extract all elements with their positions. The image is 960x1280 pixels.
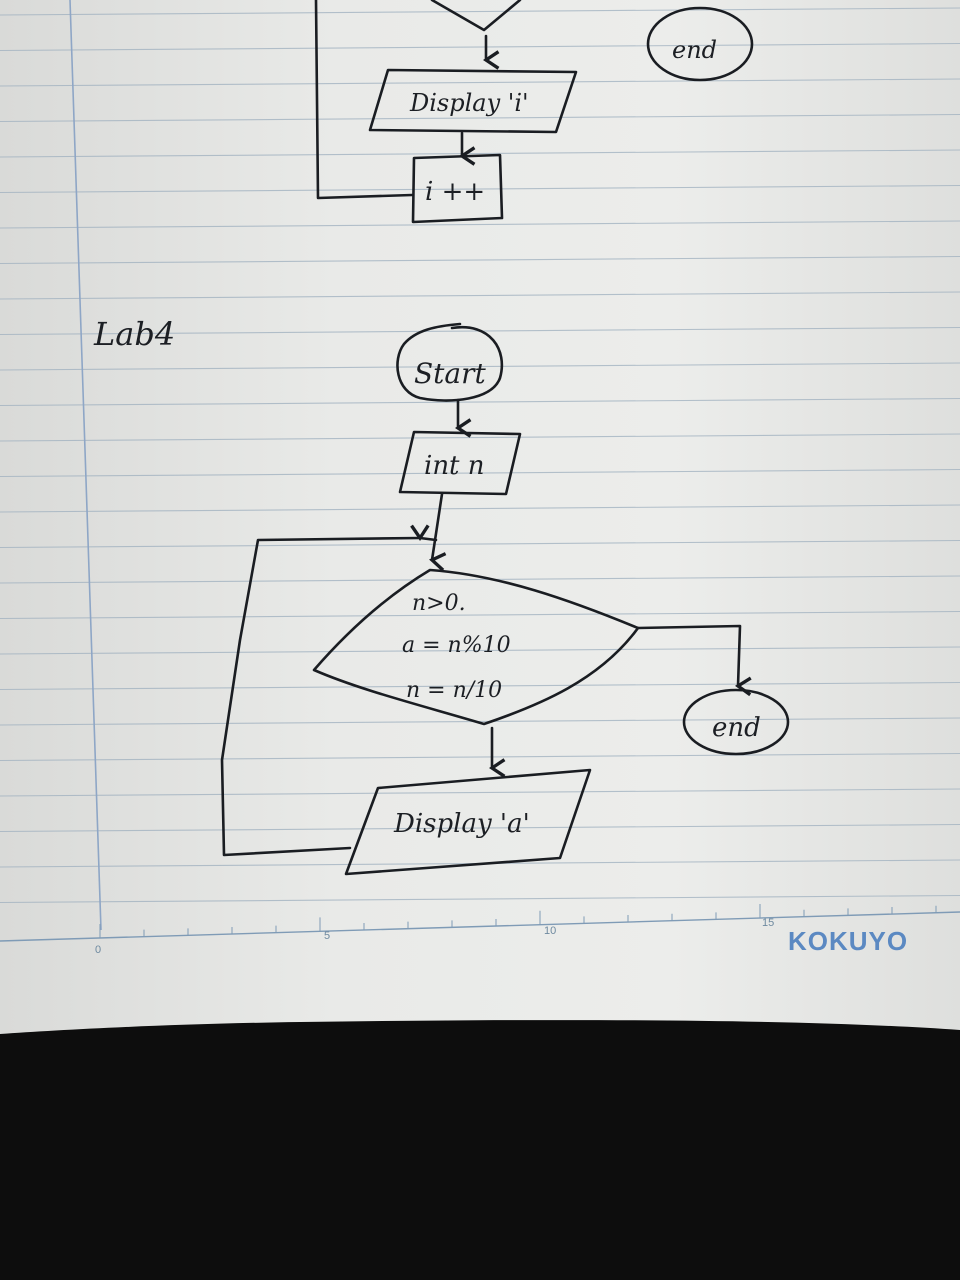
rule-line bbox=[0, 575, 960, 584]
decision-line-2: a = n%10 bbox=[402, 633, 511, 658]
lab4-flowchart: Start int n n>0. a = n%10 n = n/10 end D… bbox=[220, 322, 790, 876]
declare-box bbox=[398, 430, 522, 496]
decision-diamond bbox=[312, 568, 640, 726]
output-box bbox=[344, 768, 592, 876]
rule-line bbox=[0, 468, 960, 478]
rule-line bbox=[0, 752, 960, 762]
decision-line-1: n>0. bbox=[412, 591, 466, 616]
rule-line bbox=[0, 610, 960, 620]
top-display-box bbox=[368, 68, 578, 134]
top-increment-label: i ++ bbox=[425, 177, 485, 207]
rule-line bbox=[0, 681, 960, 691]
rule-line bbox=[0, 220, 960, 229]
rule-line bbox=[0, 823, 960, 833]
section-label: Lab4 bbox=[93, 315, 175, 353]
ruler-label-10: 10 bbox=[544, 925, 556, 937]
rule-line bbox=[0, 539, 960, 549]
rule-line bbox=[0, 788, 960, 797]
ruler: 0 5 10 15 bbox=[0, 904, 960, 956]
rule-line bbox=[0, 184, 960, 194]
rule-line bbox=[0, 149, 960, 158]
top-flowchart-fragment: Display 'i' i ++ end bbox=[314, 0, 754, 224]
rule-line bbox=[0, 78, 960, 87]
rule-line bbox=[0, 646, 960, 655]
margin-line bbox=[69, 0, 102, 931]
end-terminal bbox=[682, 688, 790, 756]
top-display-label: Display 'i' bbox=[409, 89, 529, 117]
top-increment-box bbox=[411, 153, 504, 224]
start-terminal bbox=[396, 322, 504, 402]
brand-logo: KOKUYO bbox=[788, 926, 908, 956]
ruler-label-15: 15 bbox=[762, 917, 774, 929]
rule-line bbox=[0, 255, 960, 265]
rule-line bbox=[0, 504, 960, 513]
end-label: end bbox=[712, 713, 761, 743]
rule-line bbox=[0, 433, 960, 442]
rule-line bbox=[0, 42, 960, 52]
rule-line bbox=[0, 362, 960, 371]
rule-line bbox=[0, 113, 960, 123]
rule-line bbox=[0, 397, 960, 407]
rule-line bbox=[0, 7, 960, 16]
top-end-label: end bbox=[672, 36, 717, 64]
decision-line-3: n = n/10 bbox=[406, 678, 502, 703]
loop-back-line bbox=[220, 524, 430, 857]
rule-line bbox=[0, 894, 960, 904]
ruler-label-0: 0 bbox=[95, 944, 101, 956]
top-end-terminal bbox=[646, 6, 754, 82]
rule-line bbox=[0, 291, 960, 300]
ruler-label-5: 5 bbox=[324, 930, 330, 942]
start-label: Start bbox=[414, 357, 487, 390]
declare-label: int n bbox=[424, 451, 485, 481]
output-label: Display 'a' bbox=[393, 809, 530, 839]
